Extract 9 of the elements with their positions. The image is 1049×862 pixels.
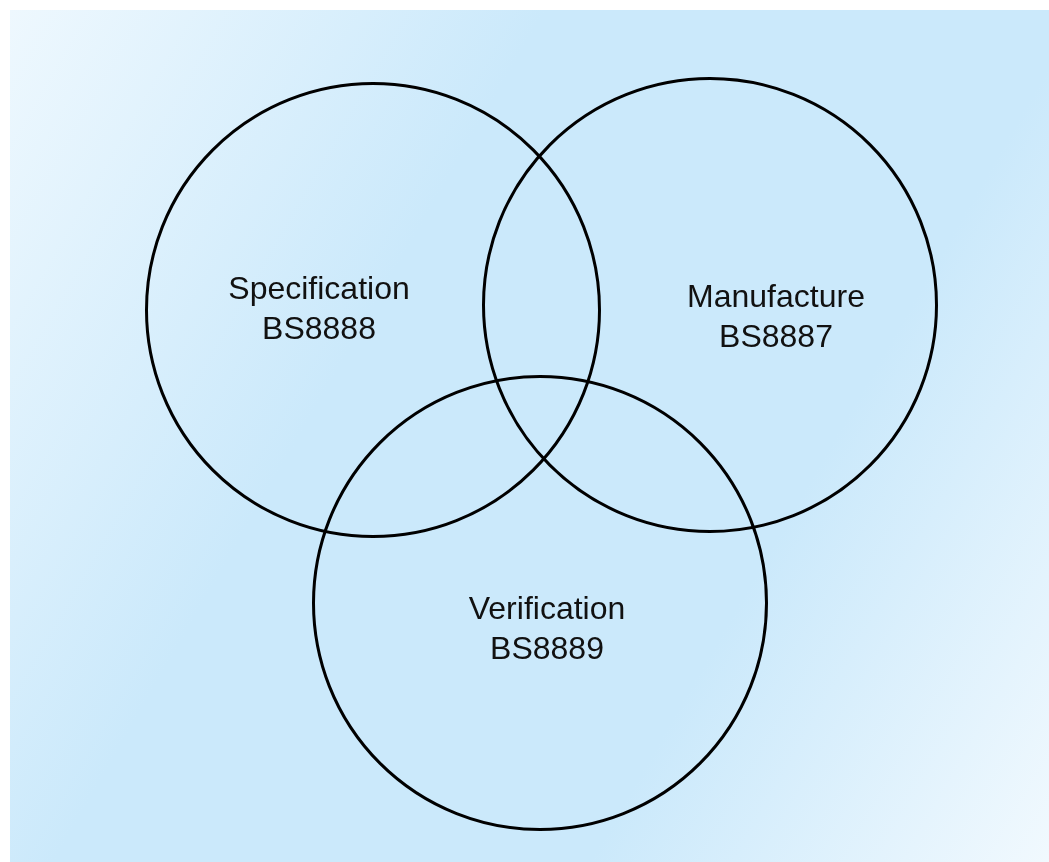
venn-circle [312, 375, 768, 831]
circle-title: Verification [468, 589, 626, 628]
circle-title: Manufacture [687, 277, 865, 316]
circle-title: Specification [228, 269, 410, 308]
standard-code: BS8889 [489, 629, 605, 668]
venn-circle [482, 77, 938, 533]
standard-code: BS8887 [718, 317, 834, 356]
venn-circle [145, 82, 601, 538]
standard-code: BS8888 [261, 309, 377, 348]
